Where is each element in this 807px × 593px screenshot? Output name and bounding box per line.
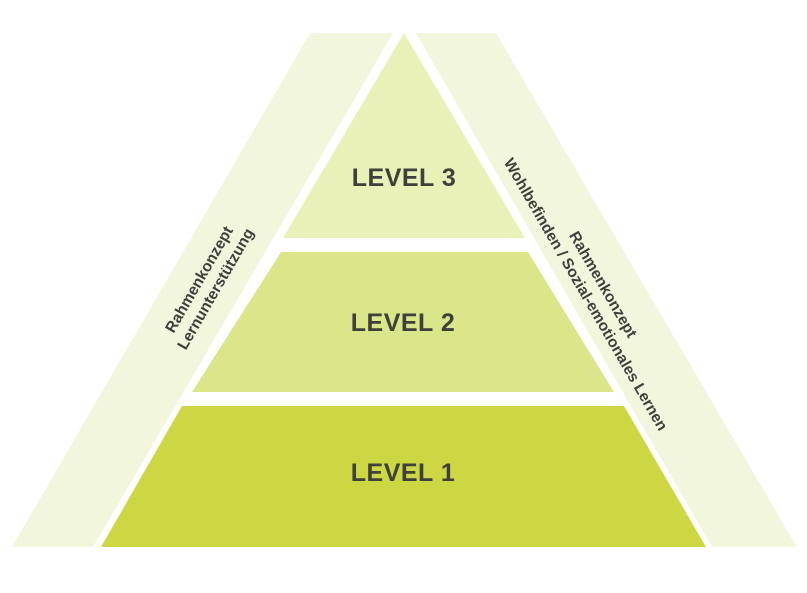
level-3-label: LEVEL 3 — [352, 164, 456, 192]
level-3-shape — [283, 33, 525, 238]
level-2-label: LEVEL 2 — [351, 309, 455, 337]
right-band — [416, 33, 797, 547]
level-1-shape — [101, 406, 706, 547]
level-2-shape — [192, 252, 614, 392]
level-1-label: LEVEL 1 — [351, 459, 455, 487]
left-band — [12, 33, 393, 547]
